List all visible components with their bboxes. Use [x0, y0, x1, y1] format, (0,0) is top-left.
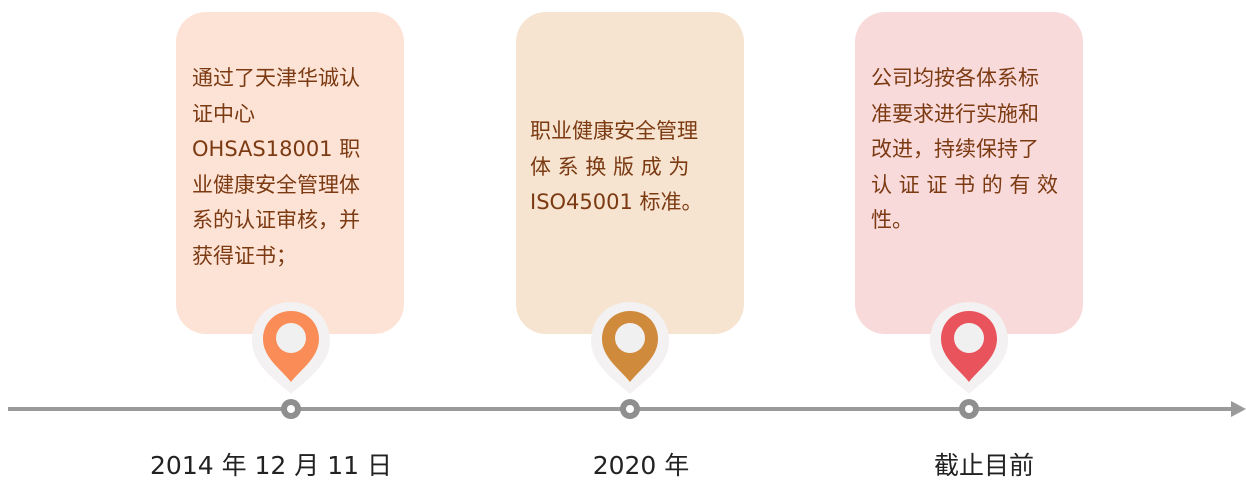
milestone-card-2014: 通过了天津华诚认 证中心 OHSAS18001 职 业健康安全管理体 系的认证审… [176, 12, 404, 334]
milestone-card-current: 公司均按各体系标 准要求进行实施和 改进，持续保持了 认 证 证 书 的 有 效… [855, 12, 1083, 334]
location-pin-icon-2014 [252, 302, 330, 394]
date-label-current: 截止目前 [933, 451, 1035, 480]
milestone-text-2020: 职业健康安全管理 体 系 换 版 成 为 ISO45001 标准。 [530, 119, 703, 214]
timeline-arrow-icon [1231, 401, 1246, 417]
milestone-card-2020: 职业健康安全管理 体 系 换 版 成 为 ISO45001 标准。 [516, 12, 744, 334]
location-pin-icon-current [930, 302, 1008, 394]
date-label-2020: 2020 年 [592, 451, 690, 480]
milestone-text-2014: 通过了天津华诚认 证中心 OHSAS18001 职 业健康安全管理体 系的认证审… [192, 66, 361, 268]
timeline-node-2014 [281, 399, 301, 419]
milestone-text-current: 公司均按各体系标 准要求进行实施和 改进，持续保持了 认 证 证 书 的 有 效… [871, 66, 1059, 232]
timeline-node-current [959, 399, 979, 419]
location-pin-icon-2020 [591, 302, 669, 394]
date-label-2014: 2014 年 12 月 11 日 [150, 451, 392, 480]
timeline-node-2020 [620, 399, 640, 419]
